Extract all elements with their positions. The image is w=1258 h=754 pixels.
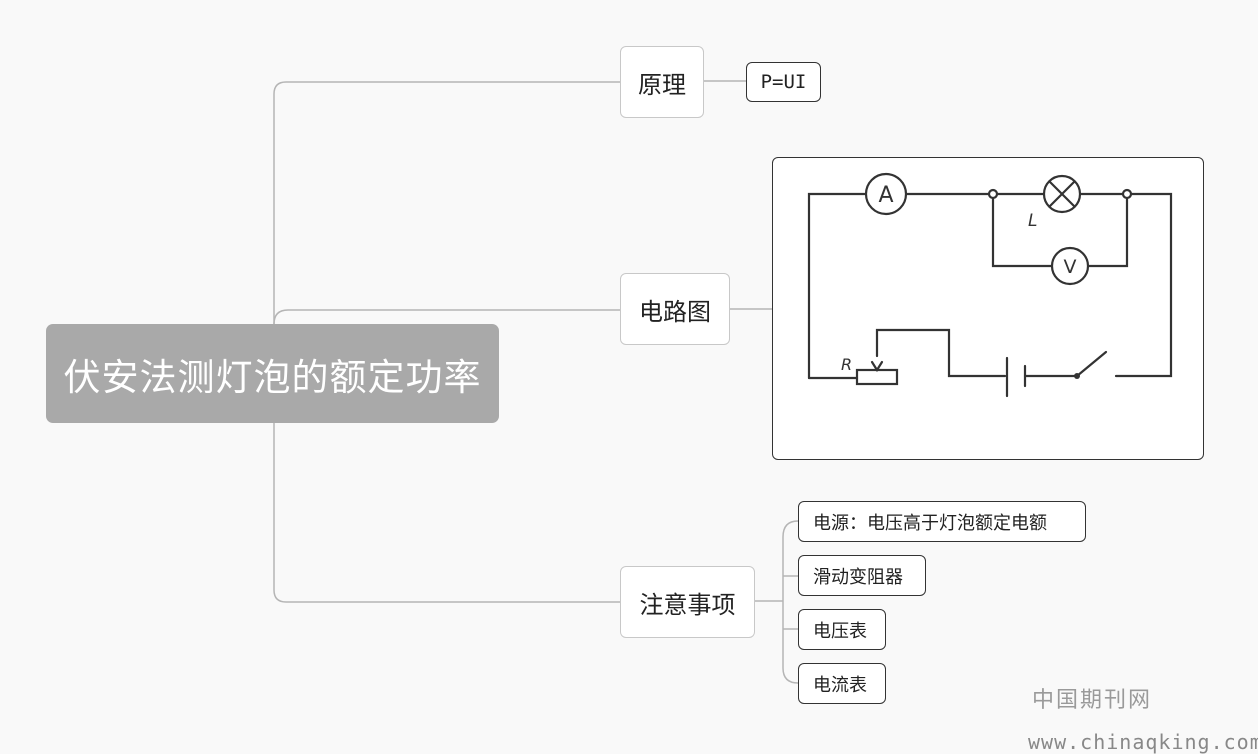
note-item-voltmeter[interactable]: 电压表	[798, 609, 886, 650]
wire-v-branch-right	[1086, 192, 1129, 268]
root-topic[interactable]: 伏安法测灯泡的额定功率	[46, 324, 499, 423]
note-item-rheostat-text: 滑动变阻器	[813, 566, 903, 588]
branch-circuit-label: 电路图	[639, 297, 711, 326]
branch-principle-label: 原理	[638, 70, 686, 99]
circuit-svg: A V L R	[807, 172, 1173, 398]
ammeter-label: A	[878, 183, 893, 208]
circuit-diagram[interactable]: A V L R	[772, 157, 1204, 460]
principle-formula[interactable]: P=UI	[746, 62, 821, 102]
wire-v-branch	[991, 192, 1054, 268]
rheostat-arrow	[870, 360, 884, 373]
branch-notes-label: 注意事项	[639, 590, 736, 619]
rheostat-wiper	[875, 328, 1007, 378]
watermark-url: www.chinaqking.com	[1028, 730, 1258, 754]
junction-right	[1121, 188, 1133, 200]
note-item-rheostat[interactable]: 滑动变阻器	[798, 555, 926, 596]
note-item-ammeter[interactable]: 电流表	[798, 663, 886, 704]
lamp-cross-2	[1048, 180, 1076, 208]
ammeter-symbol	[864, 172, 908, 216]
watermark-name: 中国期刊网	[1032, 688, 1153, 713]
voltmeter-label: V	[1064, 256, 1077, 278]
note-item-voltmeter-text: 电压表	[813, 620, 867, 642]
rheostat-label: R	[841, 355, 852, 374]
switch-blade	[1075, 350, 1108, 378]
wire-top-right	[1114, 192, 1173, 378]
note-item-ammeter-text: 电流表	[813, 674, 867, 696]
switch-pivot	[1074, 373, 1080, 379]
branch-principle[interactable]: 原理	[620, 46, 704, 118]
note-item-power[interactable]: 电源：电压高于灯泡额定电额	[798, 501, 1086, 542]
note-item-power-text: 电源：电压高于灯泡额定电额	[813, 512, 1047, 534]
principle-formula-text: P=UI	[760, 71, 807, 93]
wire-top-left	[807, 192, 868, 380]
junction-left	[987, 188, 999, 200]
lamp-label: L	[1028, 211, 1037, 231]
root-title: 伏安法测灯泡的额定功率	[63, 355, 482, 399]
rheostat-body	[855, 368, 899, 386]
voltmeter-symbol	[1050, 246, 1090, 286]
branch-notes[interactable]: 注意事项	[620, 566, 755, 638]
branch-circuit[interactable]: 电路图	[620, 273, 730, 345]
